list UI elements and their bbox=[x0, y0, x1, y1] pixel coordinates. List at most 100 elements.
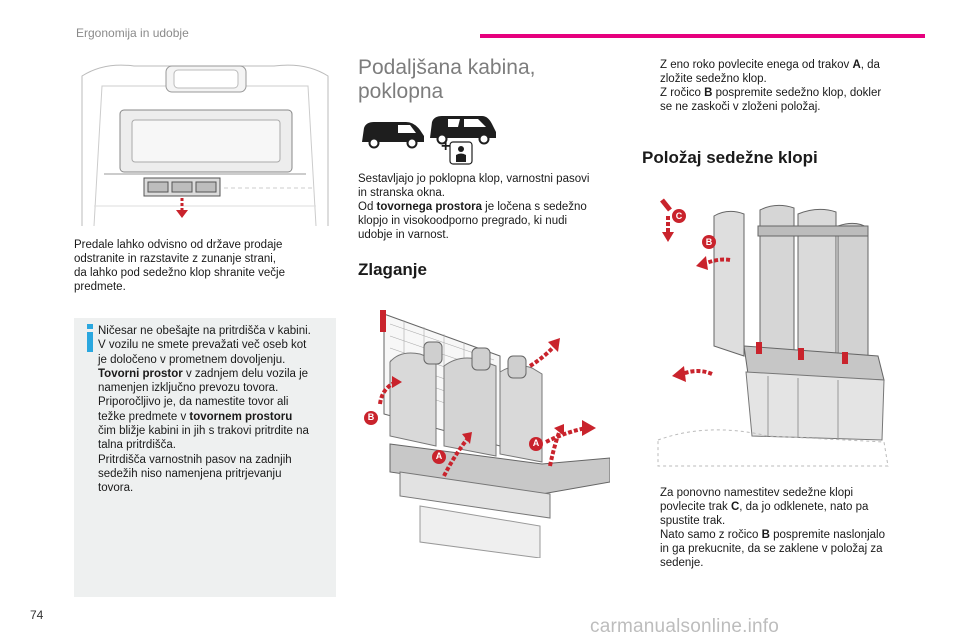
bullet-line: Za ponovno namestitev sedežne klopi bbox=[660, 486, 922, 500]
text-run: Z eno roko povlecite enega od trakov bbox=[660, 59, 853, 71]
bold-term: A bbox=[852, 59, 861, 71]
vehicle-pictograms bbox=[358, 112, 498, 166]
text-run: talna pritrdišča. bbox=[98, 439, 176, 452]
text-line: tovora. bbox=[98, 481, 330, 495]
bold-term: Tovorni prostor bbox=[98, 367, 183, 380]
bold-term: B bbox=[704, 87, 713, 99]
text-line: Pritrdišča varnostnih pasov na zadnjih bbox=[98, 453, 330, 467]
text-line: Sestavljajo jo poklopna klop, varnostni … bbox=[358, 172, 608, 186]
text-run: Za ponovno namestitev sedežne klopi bbox=[660, 487, 854, 499]
bullet-line: spustite trak. bbox=[660, 514, 922, 528]
bold-term: tovornem prostoru bbox=[189, 410, 293, 423]
paragraph-line: odstranite in razstavite z zunanje stran… bbox=[74, 253, 276, 265]
bold-term: tovornega prostora bbox=[376, 201, 482, 213]
callout-b-fold: B bbox=[367, 412, 375, 422]
van-long-icon bbox=[430, 116, 496, 145]
text-run: V vozilu ne smete prevažati več oseb kot bbox=[98, 339, 307, 352]
bullet-line: sedenje. bbox=[660, 556, 922, 570]
callout-a-right: A bbox=[532, 438, 540, 448]
paragraph-line: da lahko pod sedežno klop shranite večje bbox=[74, 267, 285, 279]
folding-illustration bbox=[360, 296, 610, 558]
text-line: talna pritrdišča. bbox=[98, 438, 330, 452]
bold-term: C bbox=[730, 501, 740, 513]
text-run: je določeno v prometnem dovoljenju. bbox=[98, 353, 286, 366]
text-line: Priporočljivo je, da namestite tovor ali bbox=[98, 395, 330, 409]
text-run: udobje in varnost. bbox=[358, 229, 449, 241]
bullet-line: se ne zaskoči v zloženi položaj. bbox=[660, 100, 922, 114]
text-line: klopjo in visokoodporno pregrado, ki nud… bbox=[358, 214, 608, 228]
text-run: zložite sedežno klop. bbox=[660, 73, 767, 85]
text-line: težke predmete v tovornem prostoru bbox=[98, 410, 330, 424]
bench-position-heading: Položaj sedežne klopi bbox=[642, 148, 818, 167]
text-run: klopjo in visokoodporno pregrado, ki nud… bbox=[358, 215, 568, 227]
text-run: sedenje. bbox=[660, 557, 704, 569]
folding-steps-list: Z eno roko povlecite enega od trakov A, … bbox=[642, 58, 922, 114]
plus-sign: + bbox=[441, 138, 451, 155]
text-run: sedežih niso namenjena pritrjevanju bbox=[98, 467, 282, 480]
text-run: pospremite naslonjalo bbox=[769, 529, 886, 541]
bullet-line: povlecite trak C, da jo odklenete, nato … bbox=[660, 500, 922, 514]
watermark: carmanualsonline.info bbox=[590, 616, 780, 637]
text-line: je določeno v prometnem dovoljenju. bbox=[98, 353, 330, 367]
text-run: in stranska okna. bbox=[358, 187, 445, 199]
text-run: Sestavljajo jo poklopna klop, varnostni … bbox=[358, 173, 590, 185]
bullet-line: zložite sedežno klop. bbox=[660, 72, 922, 86]
section-heading-extended-cab: Podaljšana kabina, poklopna bbox=[358, 56, 535, 104]
text-run: in ga prekucnite, da se zaklene v položa… bbox=[660, 543, 883, 555]
bullet-item: Z eno roko povlecite enega od trakov A, … bbox=[642, 58, 922, 86]
text-run: , da bbox=[860, 59, 880, 71]
text-line: Ničesar ne obešajte na pritrdišča v kabi… bbox=[98, 324, 330, 338]
bench-position-illustration bbox=[648, 196, 892, 476]
bullet-line: in ga prekucnite, da se zaklene v položa… bbox=[660, 542, 922, 556]
bullet-item: Z ročico B pospremite sedežno klop, dokl… bbox=[642, 86, 922, 114]
text-run: Priporočljivo je, da namestite tovor ali bbox=[98, 396, 289, 409]
info-icon bbox=[86, 324, 94, 352]
text-run: Z ročico bbox=[660, 87, 705, 99]
heading-line: Podaljšana kabina, bbox=[358, 56, 536, 79]
intro-paragraph: Sestavljajo jo poklopna klop, varnostni … bbox=[358, 172, 608, 242]
text-run: Od bbox=[358, 201, 377, 213]
callout-a-left: A bbox=[435, 451, 443, 461]
text-run: čim bližje kabini in jih s trakovi pritr… bbox=[98, 425, 309, 438]
bullet-line: Z eno roko povlecite enega od trakov A, … bbox=[660, 58, 922, 72]
section-title: Ergonomija in udobje bbox=[76, 26, 189, 40]
bullet-line: Nato samo z ročico B pospremite naslonja… bbox=[660, 528, 922, 542]
text-line: namenjen izključno prevozu tovora. bbox=[98, 381, 330, 395]
info-text: Ničesar ne obešajte na pritrdišča v kabi… bbox=[98, 324, 330, 496]
section-accent-bar bbox=[480, 34, 925, 38]
text-run: Nato samo z ročico bbox=[660, 529, 762, 541]
paragraph-line: predmete. bbox=[74, 281, 126, 293]
text-line: čim bližje kabini in jih s trakovi pritr… bbox=[98, 424, 330, 438]
van-short-icon bbox=[362, 122, 424, 149]
text-line: Od tovornega prostora je ločena s sedežn… bbox=[358, 200, 608, 214]
text-run: Ničesar ne obešajte na pritrdišča v kabi… bbox=[98, 325, 311, 337]
text-run: se ne zaskoči v zloženi položaj. bbox=[660, 101, 821, 113]
text-run: v zadnjem delu vozila je bbox=[182, 367, 309, 380]
bullet-line: Z ročico B pospremite sedežno klop, dokl… bbox=[660, 86, 922, 100]
text-run: tovora. bbox=[98, 482, 134, 495]
text-run: spustite trak. bbox=[660, 515, 726, 527]
bold-term: B bbox=[761, 529, 770, 541]
info-box bbox=[74, 318, 336, 597]
bullet-item: Nato samo z ročico B pospremite naslonja… bbox=[642, 528, 922, 570]
text-line: in stranska okna. bbox=[358, 186, 608, 200]
text-run: je ločena s sedežno bbox=[481, 201, 587, 213]
callout-b-position: B bbox=[705, 237, 713, 247]
drawer-paragraph: Predale lahko odvisno od države prodaje … bbox=[74, 238, 334, 294]
text-line: udobje in varnost. bbox=[358, 228, 608, 242]
text-run: pospremite sedežno klop, dokler bbox=[712, 87, 882, 99]
page-number: 74 bbox=[30, 608, 44, 622]
text-line: V vozilu ne smete prevažati več oseb kot bbox=[98, 338, 330, 352]
text-run: povlecite trak bbox=[660, 501, 731, 513]
heading-line: poklopna bbox=[358, 80, 444, 103]
text-line: Tovorni prostor v zadnjem delu vozila je bbox=[98, 367, 330, 381]
text-run: težke predmete v bbox=[98, 410, 190, 423]
folding-heading: Zlaganje bbox=[358, 260, 427, 279]
text-line: sedežih niso namenjena pritrjevanju bbox=[98, 467, 330, 481]
text-run: namenjen izključno prevozu tovora. bbox=[98, 382, 279, 395]
text-run: , da jo odklenete, nato pa bbox=[739, 501, 869, 513]
paragraph-line: Predale lahko odvisno od države prodaje bbox=[74, 239, 283, 251]
callout-c: C bbox=[675, 211, 683, 221]
